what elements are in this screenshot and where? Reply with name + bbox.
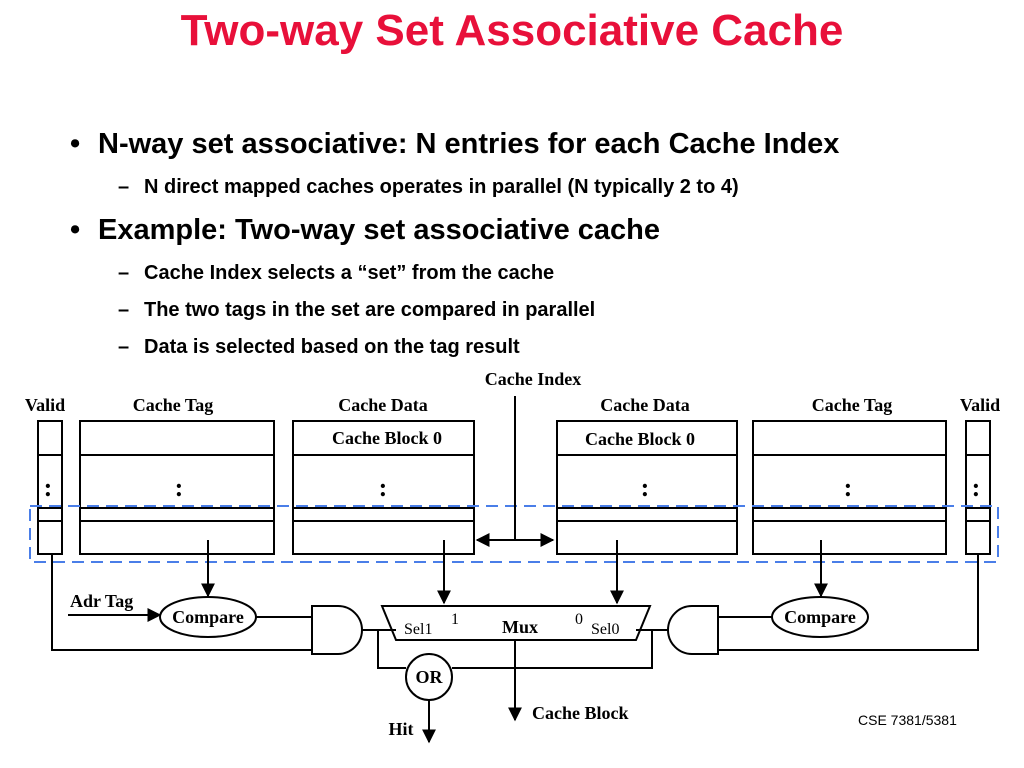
dash-marker: –	[118, 336, 130, 358]
dash-marker: –	[118, 176, 130, 198]
bullet-marker: •	[70, 214, 81, 246]
dash-marker: –	[118, 299, 130, 321]
compare-right-label: Compare	[784, 607, 856, 627]
mux-input-1-label: 1	[451, 611, 459, 628]
hit-label: Hit	[389, 719, 414, 739]
valid-label-right: Valid	[960, 395, 1000, 415]
dash-marker: –	[118, 262, 130, 284]
cache-data-label-left: Cache Data	[338, 395, 427, 415]
cache-block-0-right: Cache Block 0	[585, 429, 695, 449]
and-right-to-or	[452, 630, 653, 669]
valid-label-left: Valid	[25, 395, 65, 415]
sub-bullet-1-1: –N direct mapped caches operates in para…	[118, 176, 739, 199]
mux	[380, 605, 652, 641]
adr-tag-label: Adr Tag	[70, 591, 133, 611]
course-footer: CSE 7381/5381	[858, 712, 957, 728]
cache-tag-label-left: Cache Tag	[133, 395, 214, 415]
sub-bullet-1-1-text: N direct mapped caches operates in paral…	[144, 176, 739, 198]
cache-block-output-label: Cache Block	[532, 703, 629, 723]
or-label: OR	[416, 667, 444, 687]
ellipsis-tag-left: :	[175, 473, 184, 502]
cache-block-0-left: Cache Block 0	[332, 428, 442, 448]
valid-left-to-and	[51, 554, 312, 651]
sub-bullet-2-1: –Cache Index selects a “set” from the ca…	[118, 262, 554, 285]
ellipsis-valid-left: :	[44, 473, 53, 502]
sub-bullet-2-2-text: The two tags in the set are compared in …	[144, 299, 596, 321]
cache-index-label: Cache Index	[485, 369, 582, 389]
ellipsis-valid-right: :	[972, 473, 981, 502]
cache-data-array-right	[556, 420, 738, 555]
bullet-2: • Example: Two-way set associative cache	[70, 214, 660, 247]
ellipsis-tag-right: :	[844, 473, 853, 502]
bullet-2-text: Example: Two-way set associative cache	[98, 214, 661, 246]
cache-tag-array-right	[752, 420, 947, 555]
bullet-1: • N-way set associative: N entries for ea…	[70, 128, 839, 161]
sub-bullet-2-2: –The two tags in the set are compared in…	[118, 299, 595, 322]
and-left-to-or	[377, 630, 406, 669]
sel1-label: Sel1	[404, 621, 432, 638]
sel0-label: Sel0	[591, 621, 619, 638]
ellipsis-data-left: :	[379, 473, 388, 502]
sub-bullet-2-3-text: Data is selected based on the tag result	[144, 336, 520, 358]
ellipsis-data-right: :	[641, 473, 650, 502]
bullet-1-text: N-way set associative: N entries for eac…	[98, 128, 840, 160]
slide-title: Two-way Set Associative Cache	[180, 6, 844, 55]
compare-left-label: Compare	[172, 607, 244, 627]
and-gate-right	[667, 605, 719, 655]
cache-data-array-left	[292, 420, 475, 555]
sub-bullet-2-3: –Data is selected based on the tag resul…	[118, 336, 520, 359]
mux-label: Mux	[502, 617, 538, 637]
cache-tag-label-right: Cache Tag	[812, 395, 893, 415]
mux-input-0-label: 0	[575, 611, 583, 628]
sub-bullet-2-1-text: Cache Index selects a “set” from the cac…	[144, 262, 555, 284]
cache-data-label-right: Cache Data	[600, 395, 689, 415]
valid-right-to-and	[718, 554, 979, 651]
bullet-marker: •	[70, 128, 81, 160]
valid-array-left	[37, 420, 63, 555]
cache-tag-array-left	[79, 420, 275, 555]
and-gate-left	[311, 605, 363, 655]
